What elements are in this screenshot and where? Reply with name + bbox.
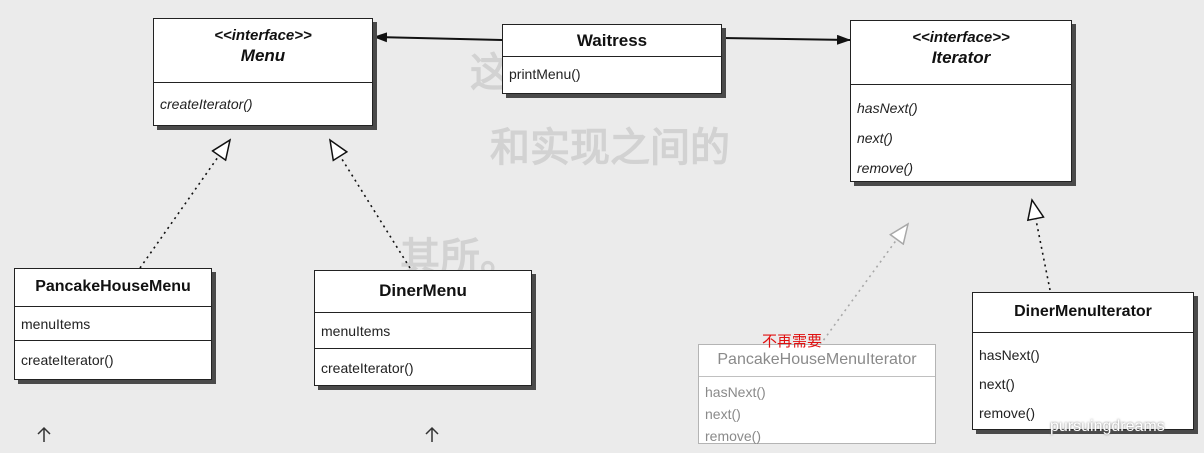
waitress-to-menu-association — [373, 32, 503, 43]
pancake-menu-realization — [139, 140, 230, 269]
diner-menu-realization — [330, 140, 411, 269]
menu-stereotype: <<interface>> — [214, 27, 312, 44]
iterator-name: Iterator — [931, 48, 991, 67]
pancake-house-menu-box: PancakeHouseMenu menuItems createIterato… — [14, 268, 212, 380]
diner-menu-name: DinerMenu — [379, 281, 467, 300]
watermark: pursuingdreams — [1050, 418, 1165, 435]
diner-iterator-realization — [1032, 200, 1051, 291]
pancake-iterator-name: PancakeHouseMenuIterator — [717, 351, 917, 368]
pancake-iterator-op: remove() — [705, 428, 762, 444]
diner-menu-iterator-box: DinerMenuIterator hasNext() next() remov… — [972, 292, 1194, 430]
pancake-menu-name: PancakeHouseMenu — [35, 278, 191, 295]
iterator-op: hasNext() — [857, 100, 918, 116]
waitress-class-box: Waitress printMenu() — [502, 24, 722, 94]
pancake-menu-field: menuItems — [21, 316, 91, 332]
diner-menu-op: createIterator() — [321, 360, 414, 376]
menu-op: createIterator() — [160, 96, 253, 112]
iterator-interface-box: <<interface>> Iterator hasNext() next() … — [850, 20, 1072, 182]
waitress-name: Waitress — [576, 31, 648, 50]
diner-menu-box: DinerMenu menuItems createIterator() — [314, 270, 532, 386]
iterator-stereotype: <<interface>> — [912, 29, 1010, 46]
menu-interface-box: <<interface>> Menu createIterator() — [153, 18, 373, 126]
pointer-arrow-icon — [37, 426, 51, 442]
menu-name: Menu — [240, 46, 286, 65]
pointer-arrow-icon — [425, 426, 439, 442]
waitress-op: printMenu() — [509, 66, 581, 82]
diner-menu-field: menuItems — [321, 323, 391, 339]
no-longer-needed-note: 不再需要 — [762, 333, 823, 350]
iterator-op: next() — [857, 130, 893, 146]
diner-iterator-op: hasNext() — [979, 347, 1040, 363]
iterator-op: remove() — [857, 160, 914, 176]
pancake-iterator-op: next() — [705, 406, 741, 422]
waitress-to-iterator-association — [721, 34, 851, 45]
diner-iterator-op: next() — [979, 376, 1015, 392]
diner-iterator-op: remove() — [979, 405, 1036, 421]
background-text: 和实现之间的 — [490, 124, 730, 171]
pancake-iterator-op: hasNext() — [705, 384, 766, 400]
diner-iterator-name: DinerMenuIterator — [1014, 303, 1152, 320]
pancake-iterator-realization — [819, 224, 908, 346]
pancake-menu-op: createIterator() — [21, 352, 114, 368]
pancake-house-menu-iterator-box: PancakeHouseMenuIterator hasNext() next(… — [698, 344, 936, 444]
